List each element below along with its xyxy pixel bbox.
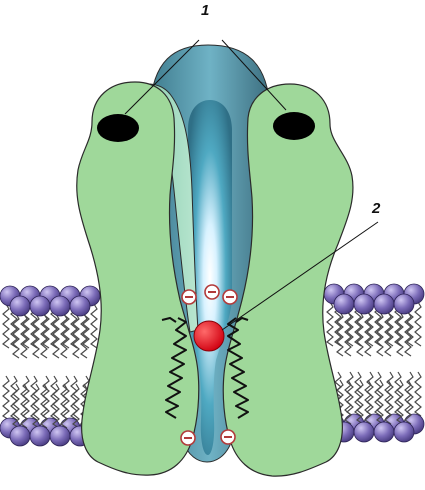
red-binding-site: [194, 321, 224, 351]
lipid-head: [374, 422, 394, 442]
lipid-tail: [3, 376, 9, 420]
lipid-head: [70, 296, 90, 316]
lipid-head: [10, 426, 30, 446]
lipid-head: [30, 426, 50, 446]
negative-charge-icon: [223, 290, 237, 304]
left-binding-pocket: [97, 114, 139, 142]
lipid-head: [354, 294, 374, 314]
callout-label-1: 1: [201, 2, 209, 19]
lipid-tail: [3, 304, 9, 348]
negative-charge-icon: [181, 431, 195, 445]
lipid-head: [354, 422, 374, 442]
lipid-head: [50, 426, 70, 446]
lipid-head: [394, 294, 414, 314]
callout-label-2: 2: [372, 200, 380, 217]
negative-charge-icon: [205, 285, 219, 299]
lipid-tail: [91, 304, 97, 348]
lipid-head: [50, 296, 70, 316]
lipid-tail: [327, 302, 333, 346]
lipid-head: [10, 296, 30, 316]
lipid-head: [374, 294, 394, 314]
negative-charge-icon: [182, 290, 196, 304]
right-binding-pocket: [273, 112, 315, 140]
lipid-head: [394, 422, 414, 442]
negative-charge-icon: [221, 430, 235, 444]
lipid-tail: [415, 302, 421, 346]
lipid-head: [334, 294, 354, 314]
lipid-head: [30, 296, 50, 316]
lipid-tail: [415, 372, 421, 416]
